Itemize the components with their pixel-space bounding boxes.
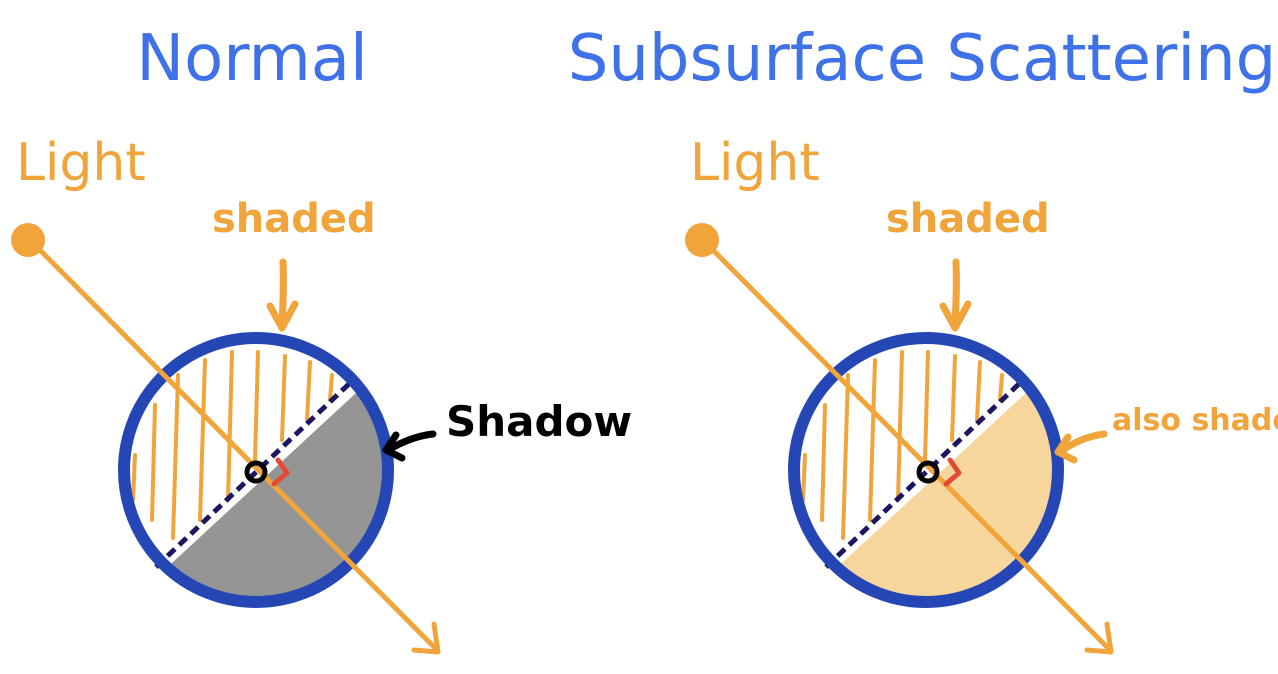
side-label-arrow xyxy=(1054,430,1108,464)
hatching-lit-half xyxy=(131,350,334,540)
light-source xyxy=(11,223,45,257)
scattering-region xyxy=(794,393,1058,602)
panel-title: Normal xyxy=(136,22,368,96)
sphere-outline xyxy=(788,332,1064,608)
hatching-lit-half xyxy=(801,350,1004,540)
sphere-outline xyxy=(118,332,394,608)
shaded-arrow xyxy=(266,258,299,332)
side-label: Shadow xyxy=(446,397,632,446)
center-point xyxy=(244,460,268,484)
panel-normal: Normal Light shaded xyxy=(11,22,632,655)
light-ray xyxy=(27,237,441,655)
light-label: Light xyxy=(690,133,820,193)
terminator-line xyxy=(154,379,354,569)
right-angle-marker xyxy=(271,457,290,487)
panel-subsurface-scattering: Subsurface Scattering Light shaded xyxy=(568,22,1278,655)
panel-title: Subsurface Scattering xyxy=(568,22,1277,96)
center-point xyxy=(916,460,940,484)
right-angle-marker xyxy=(943,457,962,487)
light-label: Light xyxy=(16,133,146,193)
shaded-label: shaded xyxy=(212,196,376,242)
light-source xyxy=(685,223,719,257)
terminator-line xyxy=(824,379,1024,569)
side-label: also shaded xyxy=(1112,403,1278,438)
shadow-region xyxy=(124,393,388,602)
light-ray xyxy=(700,237,1114,655)
shaded-label: shaded xyxy=(886,196,1050,242)
side-label-arrow xyxy=(382,430,437,462)
shaded-arrow xyxy=(939,258,972,332)
